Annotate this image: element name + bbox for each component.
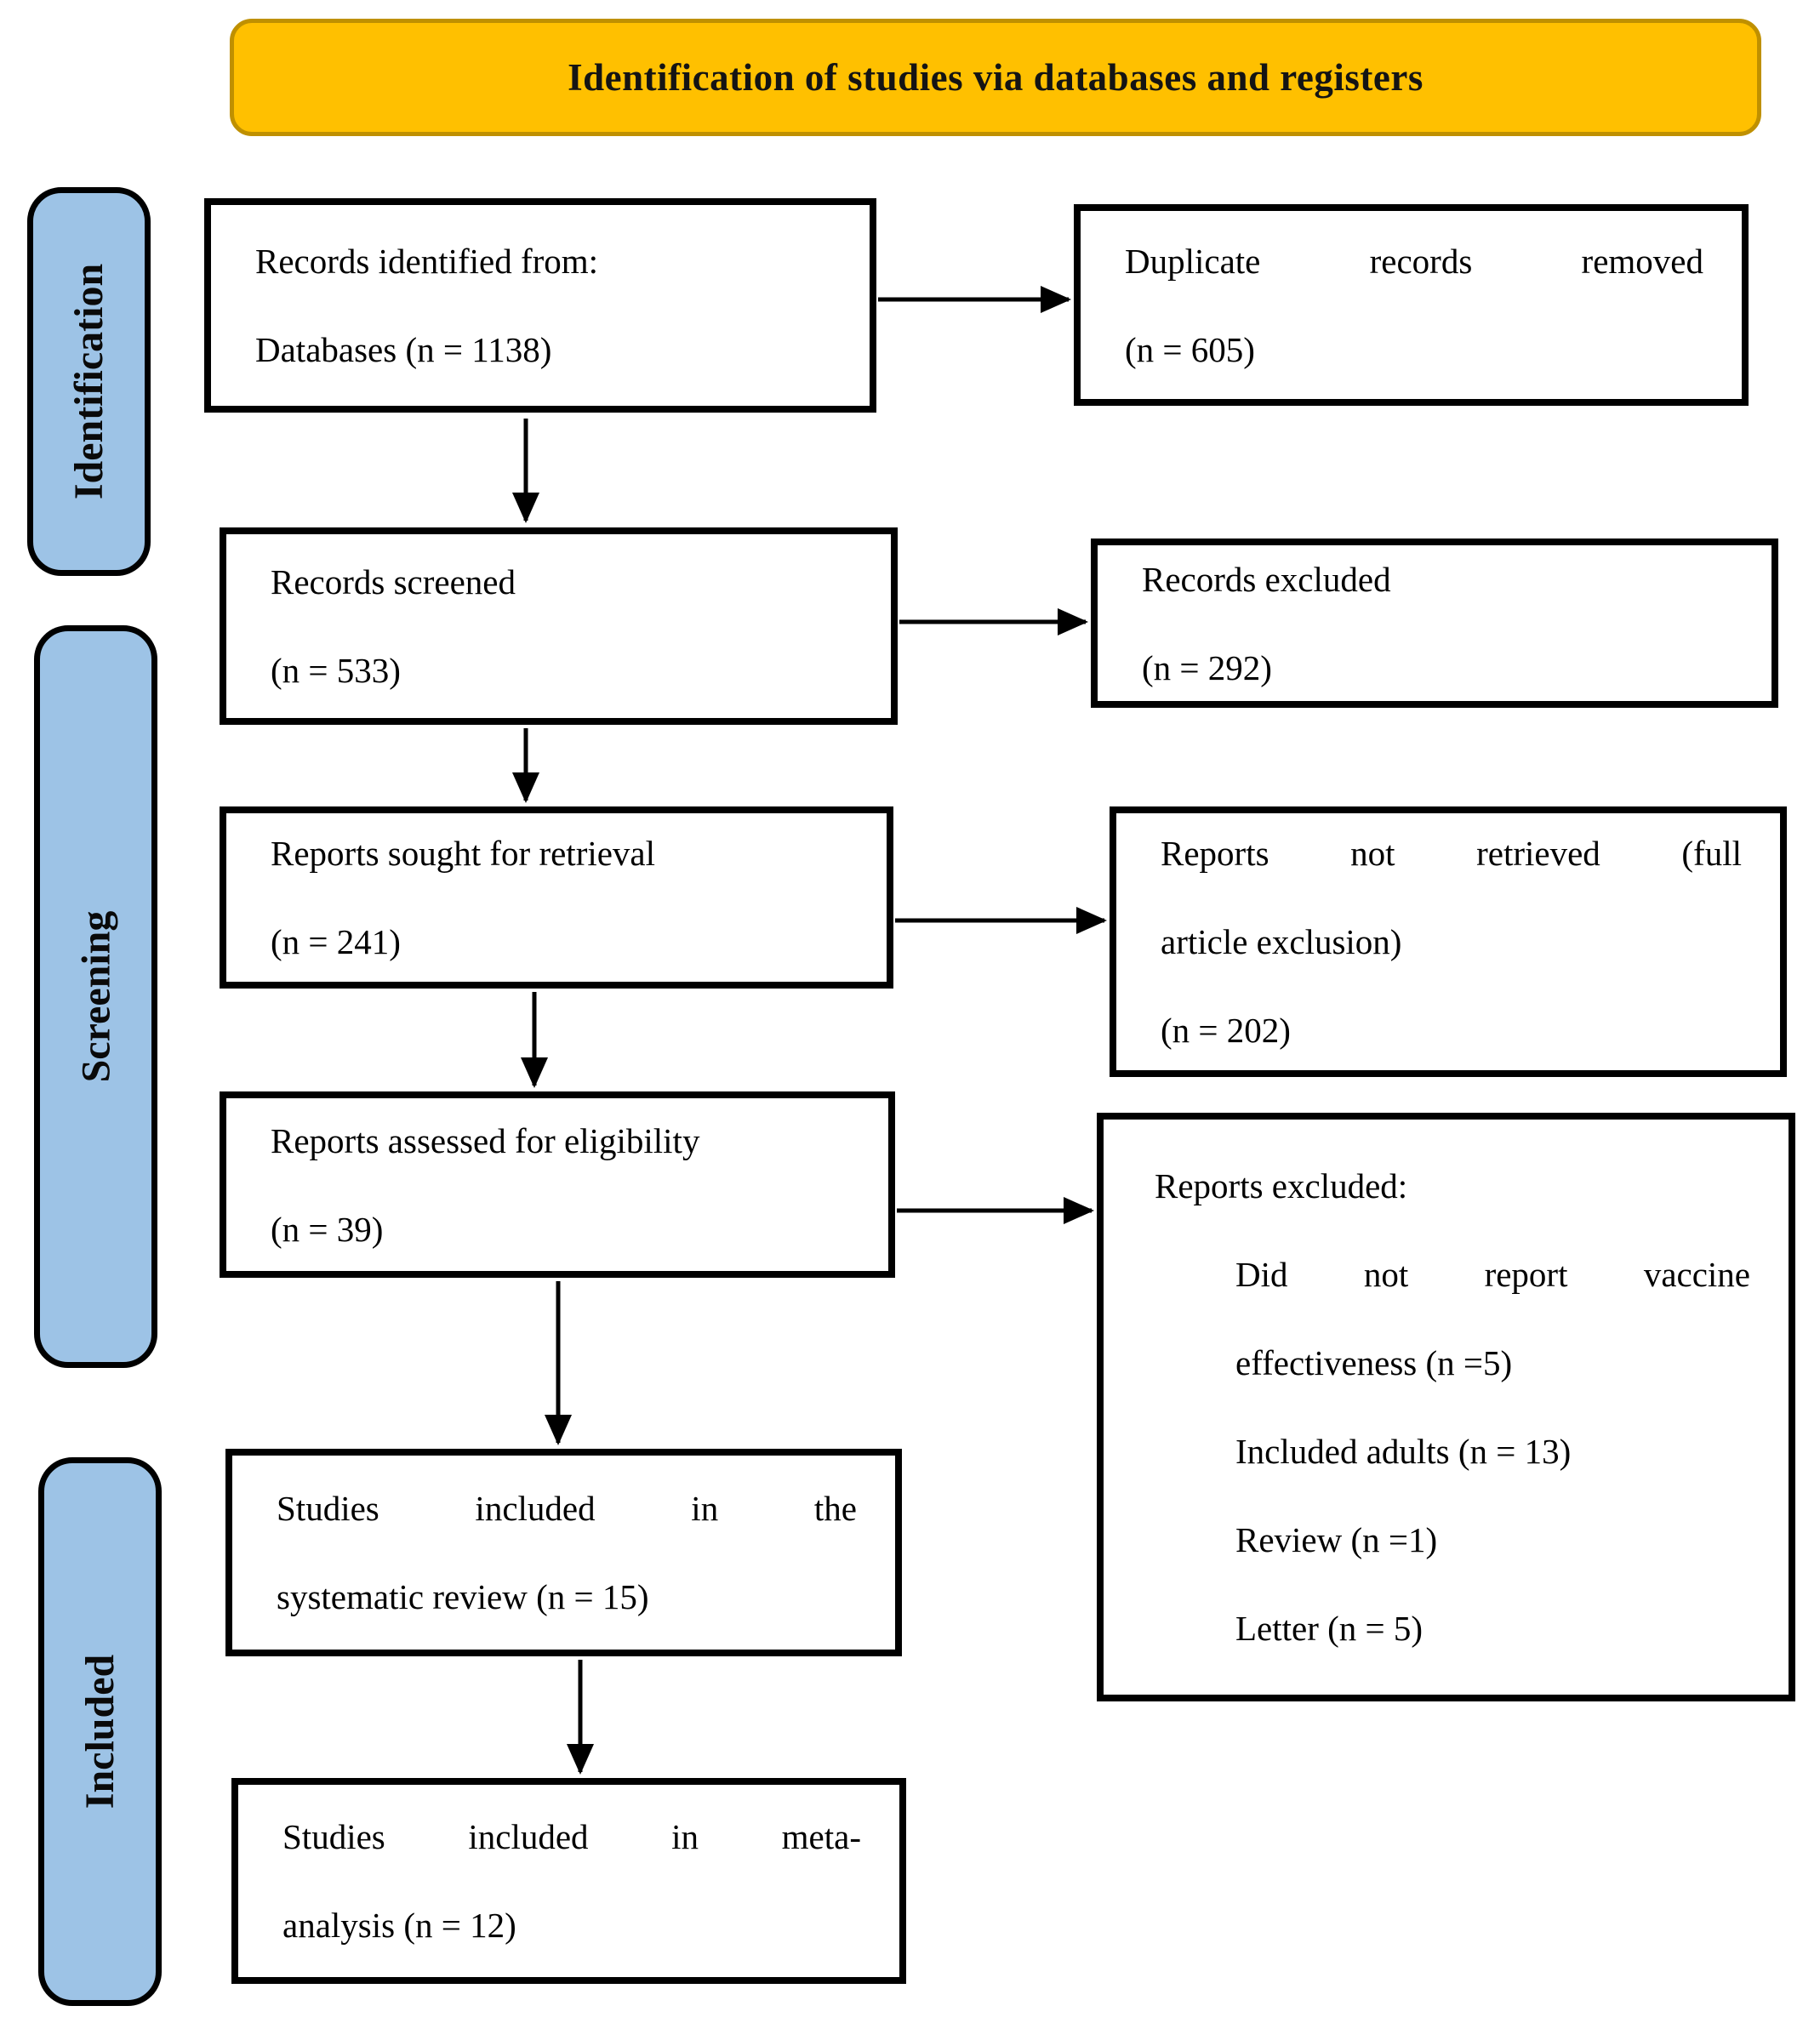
box-line: analysis (n = 12): [282, 1906, 516, 1945]
studies-systematic-box: Studies included in the systematic revie…: [225, 1449, 902, 1656]
duplicate-removed-box: Duplicate records removed (n = 605): [1074, 204, 1749, 406]
stage-label-included: Included: [77, 1654, 123, 1809]
box-line: (n = 292): [1142, 647, 1272, 687]
box-line: Records excluded: [1142, 559, 1391, 599]
box-line: (n = 533): [271, 651, 401, 690]
box-line: article exclusion): [1161, 922, 1402, 961]
box-line: Duplicate records removed: [1125, 241, 1703, 281]
reports-sought-box: Reports sought for retrieval (n = 241): [220, 806, 893, 989]
box-line: Records screened: [271, 562, 516, 601]
stage-label-screening: Screening: [73, 910, 118, 1083]
reports-excluded-box: Reports excluded: Did not report vaccine…: [1097, 1113, 1795, 1701]
box-line: Reports excluded:: [1155, 1166, 1408, 1205]
studies-meta-box: Studies included in meta- analysis (n = …: [231, 1778, 906, 1984]
box-line: effectiveness (n =5): [1235, 1343, 1513, 1382]
records-identified-box: Records identified from: Databases (n = …: [204, 198, 876, 413]
box-line: Records identified from:: [255, 242, 599, 281]
box-line: (n = 39): [271, 1209, 384, 1249]
box-line: (n = 202): [1161, 1011, 1291, 1050]
banner-title: Identification of studies via databases …: [568, 56, 1423, 99]
records-screened-box: Records screened (n = 533): [220, 527, 898, 725]
box-line: Studies included in meta-: [282, 1817, 861, 1856]
stage-label-identification: Identification: [66, 263, 111, 500]
stage-included: Included: [38, 1457, 162, 2006]
reports-not-retrieved-box: Reports not retrieved (full article excl…: [1110, 806, 1787, 1077]
box-line: Review (n =1): [1235, 1520, 1438, 1559]
box-line: Reports assessed for eligibility: [271, 1120, 700, 1160]
box-line: Databases (n = 1138): [255, 330, 552, 369]
box-line: (n = 241): [271, 922, 401, 961]
box-line: Reports sought for retrieval: [271, 834, 656, 873]
box-line: (n = 605): [1125, 329, 1255, 369]
stage-identification: Identification: [27, 187, 151, 576]
banner: Identification of studies via databases …: [230, 19, 1761, 136]
stage-screening: Screening: [34, 625, 157, 1368]
records-excluded-box: Records excluded (n = 292): [1091, 539, 1778, 708]
box-line: systematic review (n = 15): [277, 1577, 649, 1616]
box-line: Letter (n = 5): [1235, 1609, 1423, 1648]
box-line: Included adults (n = 13): [1235, 1432, 1572, 1471]
box-line: Reports not retrieved (full: [1161, 834, 1742, 873]
box-line: Did not report vaccine: [1235, 1255, 1750, 1294]
reports-assessed-box: Reports assessed for eligibility (n = 39…: [220, 1091, 895, 1278]
box-line: Studies included in the: [277, 1489, 857, 1528]
